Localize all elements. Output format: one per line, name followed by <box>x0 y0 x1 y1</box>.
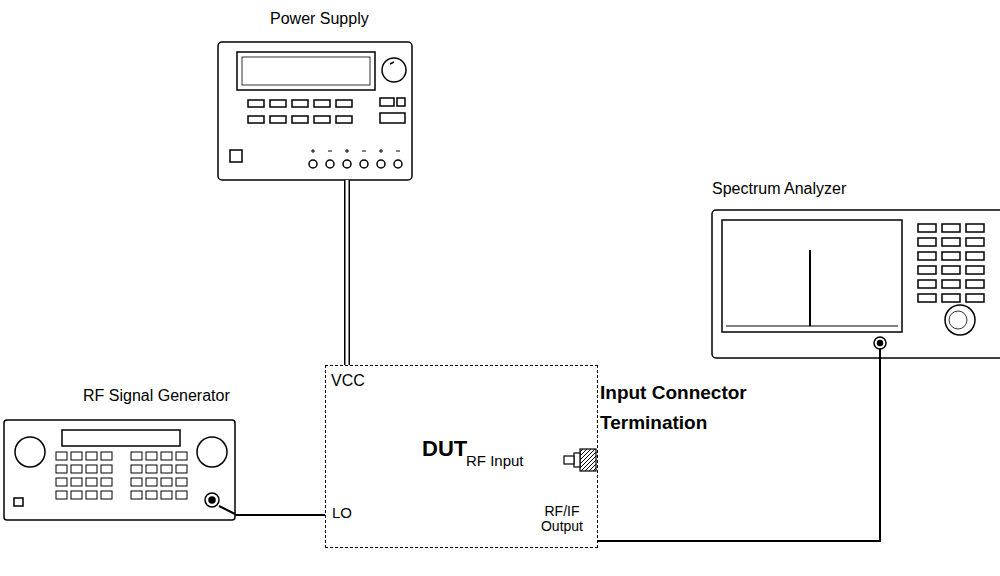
signal-generator: RF Signal Generator <box>4 420 235 520</box>
instrument-label: Spectrum Analyzer <box>712 180 846 198</box>
spectrum-analyzer: Spectrum Analyzer <box>712 210 1000 358</box>
instrument-label: RF Signal Generator <box>83 387 230 405</box>
cable <box>347 180 348 365</box>
cable <box>598 358 880 541</box>
dut-box: DUT VCC LO RF InputRF/IF Output <box>325 365 598 548</box>
spectrum-analyzer-drawing <box>712 210 1000 358</box>
pin-name: RF/IF Output <box>531 504 593 535</box>
power-supply: Power Supply <box>218 42 412 180</box>
cable <box>235 515 325 516</box>
pin-name: LO <box>332 504 352 521</box>
signal-generator-drawing <box>4 420 235 520</box>
termination-connector <box>564 449 596 471</box>
instrument-label: Power Supply <box>270 10 369 28</box>
device-name: DUT <box>422 436 467 462</box>
pin-name: VCC <box>331 372 365 390</box>
power-supply-drawing <box>218 42 412 180</box>
cable-stub <box>879 349 881 358</box>
cable-stub <box>219 506 235 514</box>
pin-name: RF Input <box>466 452 524 469</box>
callout-label: Input Connector Termination <box>600 378 850 438</box>
